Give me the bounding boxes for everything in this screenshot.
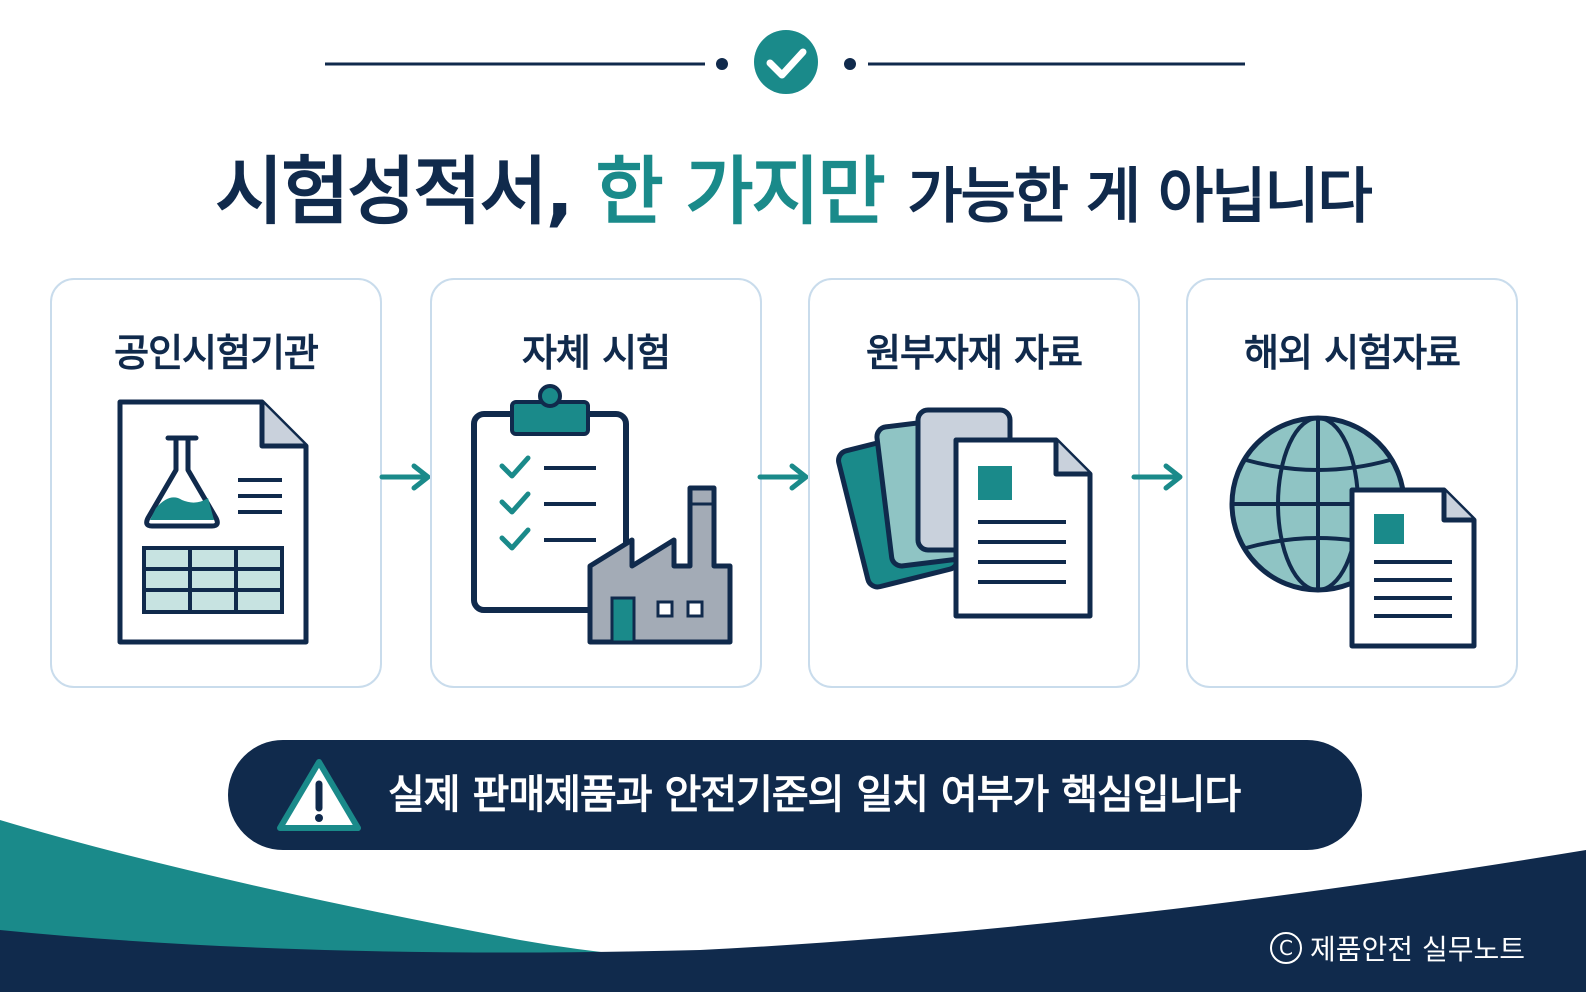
globe-document-icon xyxy=(1229,415,1477,649)
card-certified-lab: 공인시험기관 xyxy=(50,278,382,688)
card-title: 자체 시험 xyxy=(521,331,671,375)
card-title: 원부자재 자료 xyxy=(866,331,1083,375)
headline-part2: 가능한 게 아닙니다 xyxy=(907,162,1372,232)
warning-triangle-icon xyxy=(277,759,361,831)
card-self-test: 자체 시험 xyxy=(430,278,762,688)
credit-text: 제품안전 실무노트 xyxy=(1310,933,1525,966)
bottom-wave xyxy=(0,820,1586,992)
warning-banner: 실제 판매제품과 안전기준의 일치 여부가 핵심입니다 xyxy=(228,740,1362,850)
headline-highlight: 한 가지만 xyxy=(595,149,886,235)
card-title: 해외 시험자료 xyxy=(1244,331,1461,375)
clipboard-factory-icon xyxy=(471,384,733,645)
arrow-right-icon xyxy=(379,463,431,491)
warning-text: 실제 판매제품과 안전기준의 일치 여부가 핵심입니다 xyxy=(388,772,1241,818)
card-raw-materials: 원부자재 자료 xyxy=(808,278,1140,688)
headline-part1: 시험성적서, xyxy=(215,149,574,235)
card-overseas-test: 해외 시험자료 xyxy=(1186,278,1518,688)
material-documents-icon xyxy=(836,407,1093,619)
lab-report-icon xyxy=(117,399,309,645)
arrow-right-icon xyxy=(1131,463,1183,491)
check-circle-icon xyxy=(754,30,818,94)
copyright-icon: C xyxy=(1270,932,1302,964)
top-decoration xyxy=(325,30,1245,94)
headline: 시험성적서, 한 가지만 가능한 게 아닙니다 xyxy=(0,132,1586,239)
card-title: 공인시험기관 xyxy=(114,331,319,375)
arrow-right-icon xyxy=(757,463,809,491)
